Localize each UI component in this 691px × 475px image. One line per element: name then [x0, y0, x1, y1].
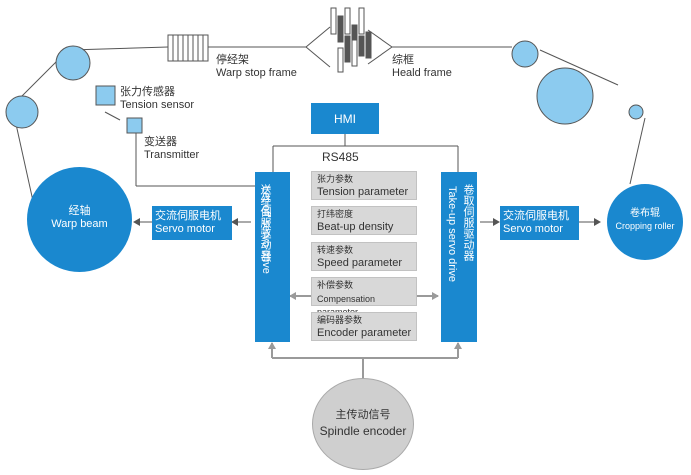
transmitter-box [126, 117, 143, 134]
tension-sensor-box [95, 85, 116, 106]
roller-top-left [55, 45, 91, 81]
roller-right-tiny [628, 104, 644, 120]
letoff-servo-drive: 送经伺服驱动器 Let-off servo drive [255, 172, 290, 342]
hmi-box[interactable]: HMI [311, 103, 379, 134]
rs485-bus [272, 134, 459, 172]
rs485-label: RS485 [322, 150, 359, 164]
heald-frame-graphic [330, 7, 372, 73]
roller-right-large [536, 67, 594, 125]
hmi-label: HMI [334, 112, 356, 126]
takeup-drive-en: Take-up servo drive [446, 186, 458, 282]
roller-left [5, 95, 39, 129]
takeup-servo-drive: 卷取伺服驱动器 Take-up servo drive [441, 172, 477, 342]
feedback-arrows [268, 292, 462, 381]
warp-stop-frame-graphic [167, 34, 209, 62]
letoff-drive-en: Let-off servo drive [260, 186, 272, 274]
yarn-path [11, 26, 646, 202]
idler-rollers [5, 40, 644, 129]
roller-top-right-small [511, 40, 539, 68]
takeup-drive-zh: 卷取伺服驱动器 [462, 184, 474, 261]
